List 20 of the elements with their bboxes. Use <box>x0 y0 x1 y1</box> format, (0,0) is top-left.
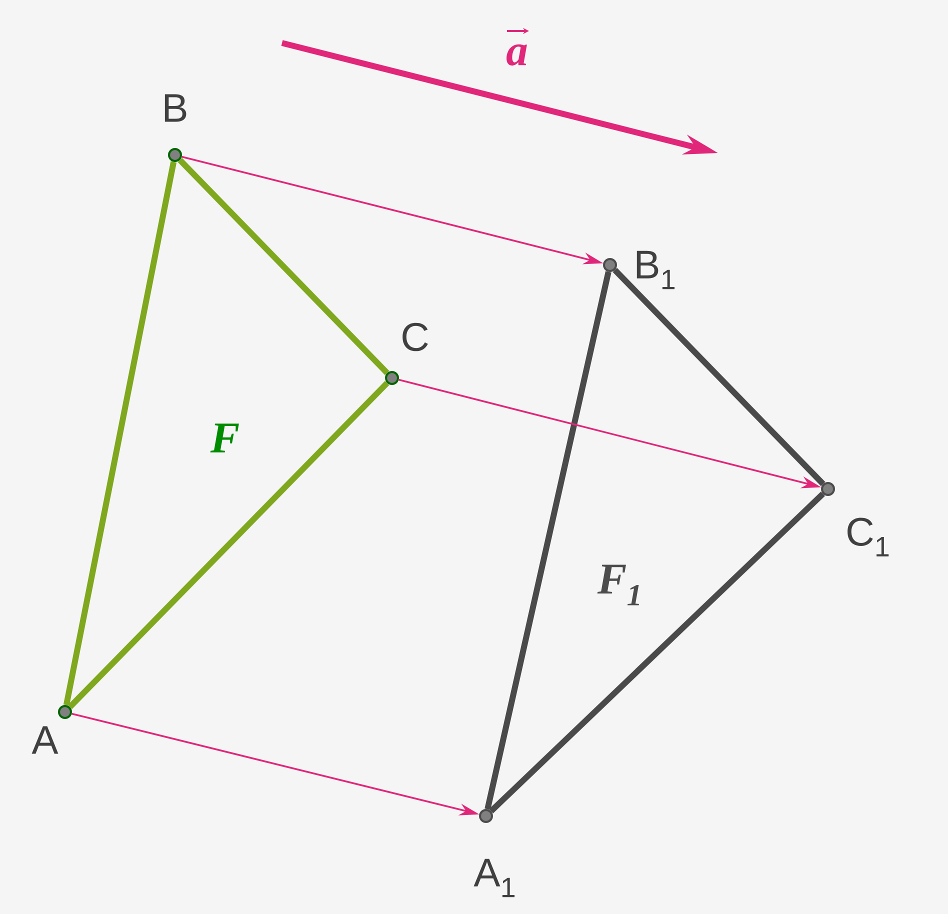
node-label: B$_{1}$ <box>636 250 675 290</box>
node-label: C$_{1}$ <box>848 518 889 556</box>
node-label: A$_{1}$ <box>474 858 515 898</box>
node-label: B <box>164 94 186 122</box>
triangle-side <box>484 271 612 810</box>
triangle-side <box>612 268 826 486</box>
node-label: C <box>402 322 428 352</box>
point: C <box>385 322 428 385</box>
point: C$_{1}$ <box>821 482 889 556</box>
point: B <box>164 94 186 162</box>
point: B$_{1}$ <box>603 250 675 290</box>
triangle-side <box>178 158 390 376</box>
triangle-side <box>489 492 826 814</box>
point: A$_{1}$ <box>474 809 515 898</box>
node-label: A <box>32 726 58 754</box>
point: A <box>32 705 72 754</box>
figure-label: F$_{1}$ <box>597 564 639 606</box>
triangle-side <box>63 161 177 706</box>
triangle-side <box>68 380 390 710</box>
figure-label: F <box>210 424 239 452</box>
